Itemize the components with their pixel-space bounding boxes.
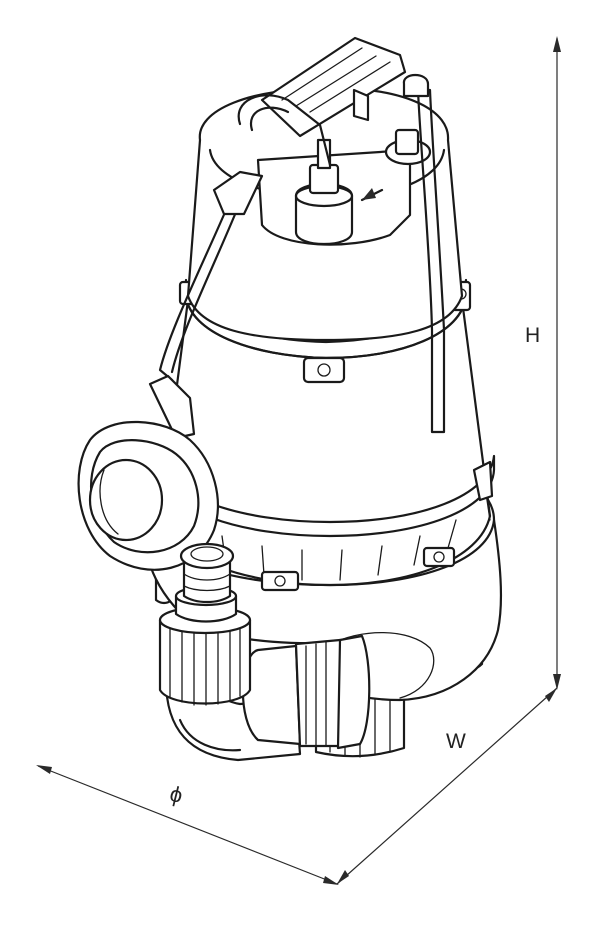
dimension-arrow-icon xyxy=(337,870,349,884)
dimension-width-line xyxy=(336,687,558,885)
dimension-arrow-icon xyxy=(36,765,52,774)
discharge-outlet xyxy=(158,542,371,762)
pump-handle xyxy=(237,36,407,167)
dimension-arrow-icon xyxy=(323,876,339,885)
dimension-height-line xyxy=(553,36,561,690)
dimension-diameter-line xyxy=(36,765,339,885)
dimension-arrow-icon xyxy=(545,688,557,702)
float-cable xyxy=(158,73,446,434)
width-label: W xyxy=(446,730,466,753)
dimension-arrow-icon xyxy=(553,674,561,690)
height-label: H xyxy=(525,324,541,347)
pump-head xyxy=(186,86,464,342)
dimension-arrow-icon xyxy=(553,36,561,52)
float-switch xyxy=(77,374,219,571)
pump-motor-body xyxy=(156,278,496,592)
